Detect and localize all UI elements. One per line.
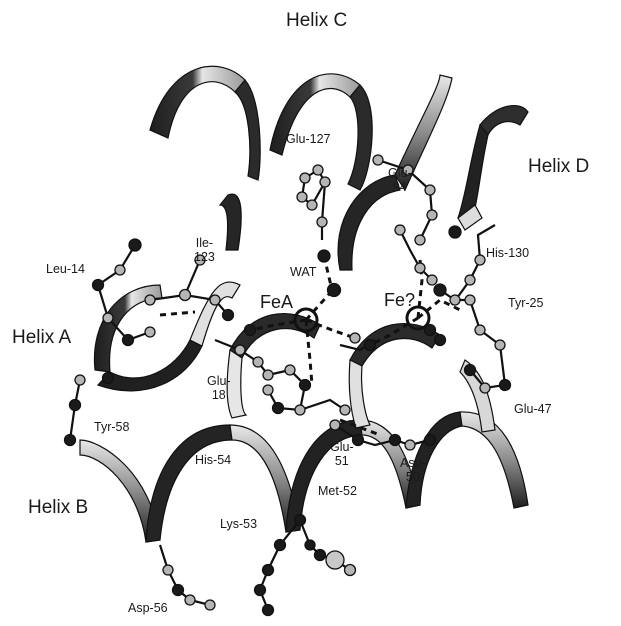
helix-b-ribbon bbox=[80, 314, 528, 542]
residue-glu127-label: Glu-127 bbox=[286, 132, 330, 146]
residue-his54-label: His-54 bbox=[195, 453, 231, 467]
residue-his130-label: His-130 bbox=[486, 246, 529, 260]
fe-a-label: FeA bbox=[260, 292, 293, 313]
helix-c-label: Helix C bbox=[286, 10, 347, 32]
residue-glu94-label: Glu- 94 bbox=[388, 166, 412, 195]
residue-glu51-label: Glu- 51 bbox=[330, 440, 354, 469]
residue-tyr25-label: Tyr-25 bbox=[508, 296, 543, 310]
residue-glu18-label: Glu- 18 bbox=[207, 374, 231, 403]
residue-lys53-label: Lys-53 bbox=[220, 517, 257, 531]
fe-b-label: Fe? bbox=[384, 290, 415, 311]
helix-d-ribbon bbox=[458, 106, 528, 230]
residue-met52-label: Met-52 bbox=[318, 484, 357, 498]
coordination-bonds bbox=[160, 256, 460, 435]
residue-leu14-label: Leu-14 bbox=[46, 262, 85, 276]
helix-a-label: Helix A bbox=[12, 327, 71, 349]
residue-asp50-label: Asp- 50 bbox=[400, 456, 426, 485]
residue-ile123-label: Ile- 123 bbox=[194, 236, 215, 265]
helix-a-ribbon bbox=[94, 194, 241, 391]
residue-glu47-label: Glu-47 bbox=[514, 402, 552, 416]
water-label: WAT bbox=[290, 265, 316, 279]
residue-asp56-label: Asp-56 bbox=[128, 601, 168, 615]
residue-tyr58-label: Tyr-58 bbox=[94, 420, 129, 434]
helix-b-label: Helix B bbox=[28, 497, 88, 519]
helix-d-label: Helix D bbox=[528, 156, 589, 178]
